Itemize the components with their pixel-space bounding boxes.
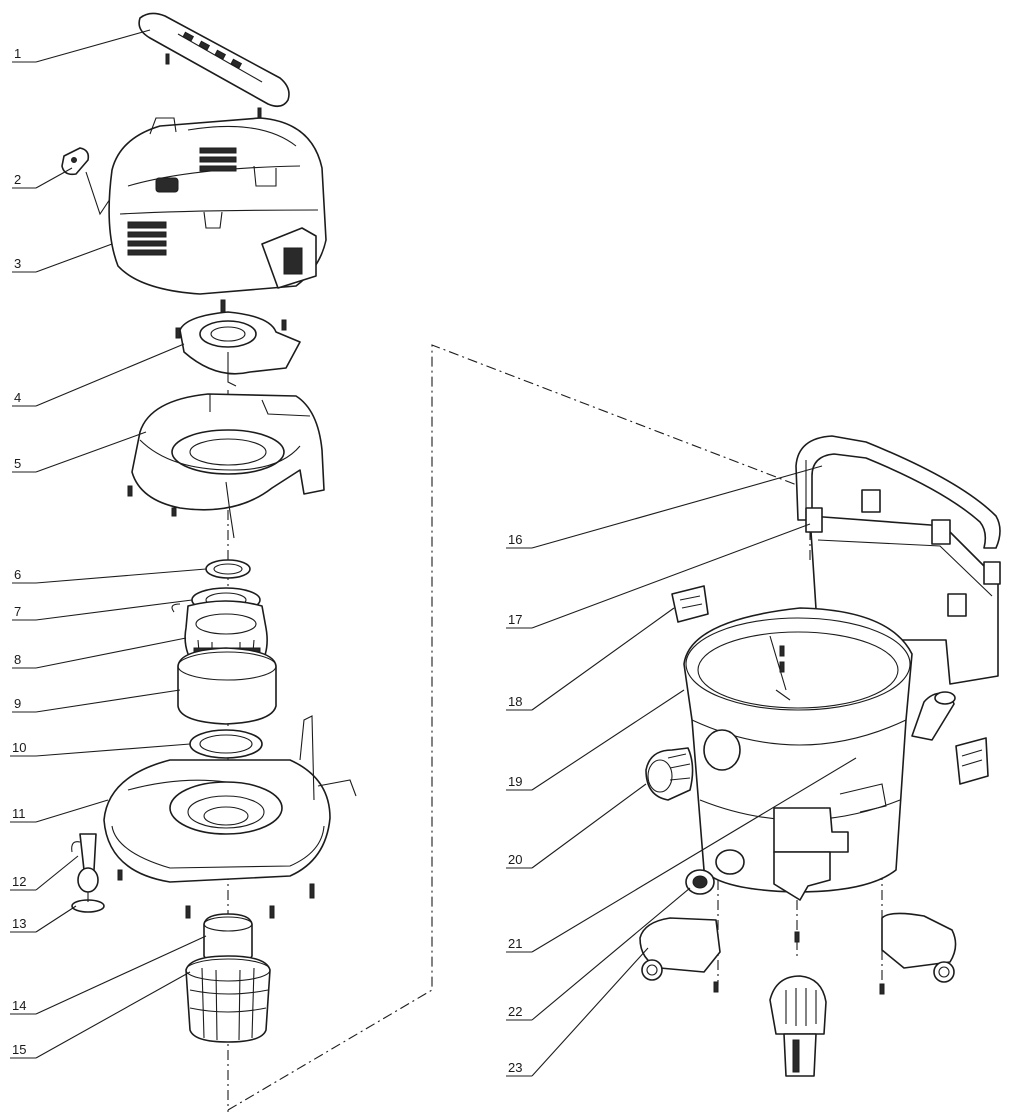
svg-text:21: 21: [508, 936, 522, 951]
callout-6: 6: [12, 567, 36, 584]
svg-text:12: 12: [12, 874, 26, 889]
part-5-fan-housing: [127, 393, 325, 539]
callout-23: 23: [506, 1060, 532, 1077]
svg-text:20: 20: [508, 852, 522, 867]
part-15-filter-cage: [185, 955, 271, 1043]
svg-text:19: 19: [508, 774, 522, 789]
callout-14: 14: [10, 998, 36, 1015]
callout-21: 21: [506, 936, 532, 953]
svg-text:7: 7: [14, 604, 21, 619]
callout-leaders: [35, 29, 857, 1077]
svg-text:22: 22: [508, 1004, 522, 1019]
svg-text:15: 15: [12, 1042, 26, 1057]
callout-2: 2: [12, 172, 36, 189]
callout-22: 22: [506, 1004, 532, 1021]
callout-20: 20: [506, 852, 532, 869]
svg-text:17: 17: [508, 612, 522, 627]
part-22-drain-cap: [685, 849, 745, 895]
svg-text:6: 6: [14, 567, 21, 582]
part-2-switch: [61, 147, 113, 216]
callout-9: 9: [12, 696, 36, 713]
callout-1: 1: [12, 46, 36, 63]
callout-17: 17: [506, 612, 532, 629]
callout-4: 4: [12, 390, 36, 407]
callout-19: 19: [506, 774, 532, 791]
svg-text:1: 1: [14, 46, 21, 61]
callout-13: 13: [10, 916, 36, 933]
part-11-base-plate: [103, 715, 357, 919]
svg-text:23: 23: [508, 1060, 522, 1075]
part-12-13-float-cage: [71, 833, 105, 913]
callout-11: 11: [10, 806, 36, 823]
part-23-casters: [639, 912, 957, 1077]
svg-text:2: 2: [14, 172, 21, 187]
svg-text:5: 5: [14, 456, 21, 471]
callout-5: 5: [12, 456, 36, 473]
callout-7: 7: [12, 604, 36, 621]
part-9-motor-sleeve: [177, 647, 277, 725]
svg-text:11: 11: [12, 806, 26, 821]
svg-text:9: 9: [14, 696, 21, 711]
svg-text:4: 4: [14, 390, 21, 405]
svg-text:8: 8: [14, 652, 21, 667]
svg-text:18: 18: [508, 694, 522, 709]
callout-8: 8: [12, 652, 36, 669]
part-1-top-handle: [138, 12, 290, 119]
part-rear-bracket-panel: [805, 489, 1001, 685]
callout-16: 16: [506, 532, 532, 549]
part-4-motor-bracket: [175, 299, 301, 387]
part-6-seal-ring: [205, 559, 251, 579]
callout-labels: 1 2 3 4 5 6 7 8 9 10 11 12 13 14 15 16 1…: [10, 46, 532, 1077]
svg-text:16: 16: [508, 532, 522, 547]
svg-text:14: 14: [12, 998, 26, 1013]
part-18-latch: [671, 585, 989, 785]
callout-18: 18: [506, 694, 532, 711]
callout-15: 15: [10, 1042, 36, 1059]
svg-text:10: 10: [12, 740, 26, 755]
part-20-hose-inlet: [645, 729, 741, 801]
svg-text:3: 3: [14, 256, 21, 271]
part-3-motor-cover: [108, 117, 327, 295]
part-10-gasket: [189, 729, 263, 759]
callout-12: 12: [10, 874, 36, 891]
svg-text:13: 13: [12, 916, 26, 931]
callout-3: 3: [12, 256, 36, 273]
callout-10: 10: [10, 740, 36, 757]
